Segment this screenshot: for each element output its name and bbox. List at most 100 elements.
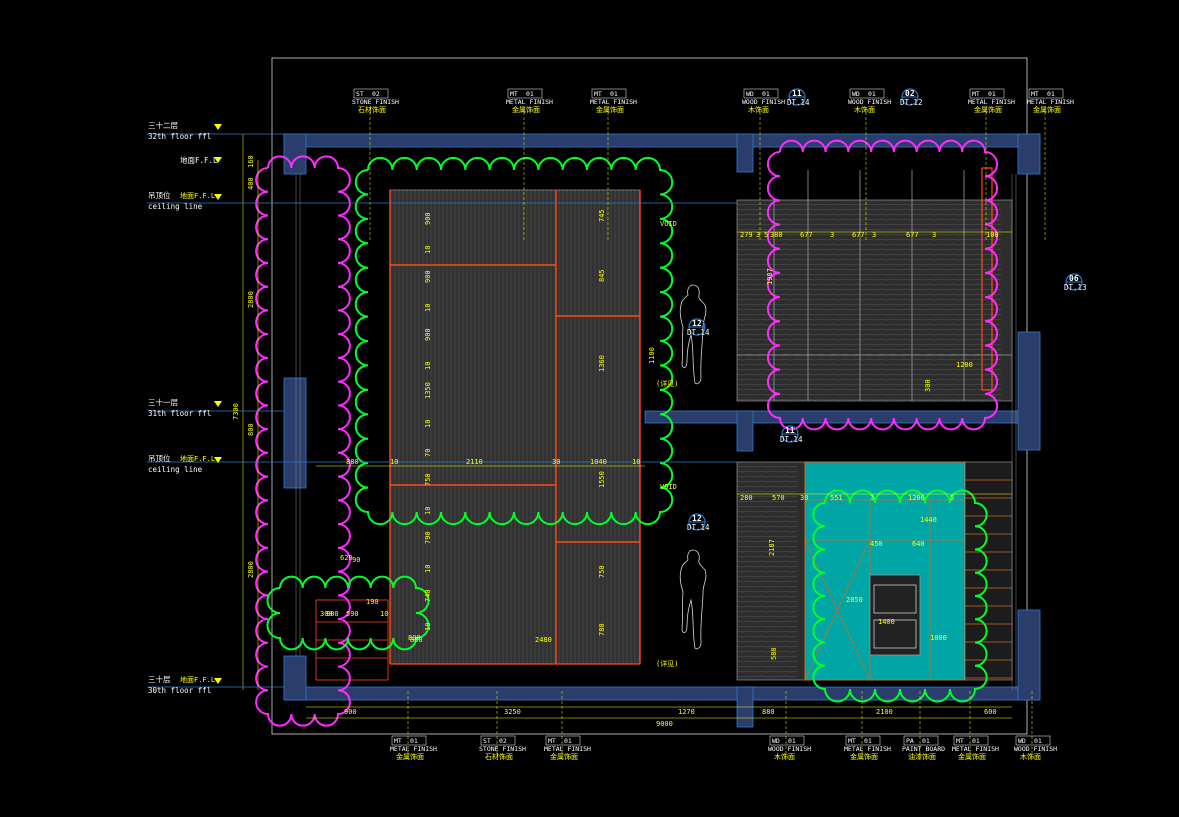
bottom-tag-code: MT bbox=[848, 737, 856, 745]
level-name-en: 30th floor ffl bbox=[148, 686, 211, 695]
level-tag: 地面F.F.L bbox=[180, 191, 215, 200]
lower-right-elevation bbox=[736, 461, 1013, 681]
grain-stroke-lower bbox=[736, 650, 798, 653]
dim-row-a-value: 1040 bbox=[590, 458, 607, 466]
top-tag-cn: 金属饰面 bbox=[596, 105, 624, 114]
dim-upper-right-value: 3 bbox=[756, 231, 760, 239]
oven-column bbox=[869, 574, 921, 656]
panel-flutes bbox=[392, 190, 638, 664]
grain-stroke-lower bbox=[736, 520, 798, 523]
human-figure-upper bbox=[679, 284, 707, 385]
bottom-tag-en: METAL FINISH bbox=[390, 745, 437, 753]
grain-stroke-lower bbox=[736, 630, 798, 633]
grain-stroke-lower bbox=[736, 525, 798, 528]
dim-lower-right-value: 280 bbox=[740, 494, 753, 502]
level-name-cn: 三十二层 bbox=[148, 120, 178, 130]
grain-stroke-upper bbox=[736, 253, 1002, 256]
dim-stack-left-value: 750 bbox=[424, 473, 432, 486]
revision-clouds bbox=[255, 139, 999, 727]
top-tag-en: METAL FINISH bbox=[968, 98, 1015, 106]
grain-stroke-lower bbox=[736, 545, 798, 548]
dim-stack-left-value: 70 bbox=[424, 449, 432, 457]
grain-stroke-upper bbox=[736, 243, 1002, 246]
grain-stroke-lower bbox=[736, 505, 798, 508]
dim-lower-right-value: 3 bbox=[870, 494, 874, 502]
level-marker-triangle bbox=[214, 457, 222, 463]
grain-stroke-upper bbox=[736, 333, 1002, 336]
bottom-tag-code: MT bbox=[548, 737, 556, 745]
dim-stack-left-value: 10 bbox=[424, 362, 432, 370]
top-tag-cn: 木饰面 bbox=[854, 105, 875, 114]
top-tag-cn: 石材饰面 bbox=[358, 105, 386, 114]
left-wall-bot bbox=[283, 655, 307, 701]
grain-stroke-upper bbox=[736, 323, 1002, 326]
grain-stroke-lower bbox=[736, 605, 798, 608]
top-tag-box bbox=[849, 88, 885, 99]
bottom-tag-box bbox=[545, 735, 581, 746]
top-tag-en: WOOD FINISH bbox=[742, 98, 785, 106]
dim-lower-right-value: 570 bbox=[772, 494, 785, 502]
grain-stroke-upper bbox=[736, 328, 1002, 331]
grain-stroke-lower bbox=[736, 590, 798, 593]
grain-stroke-lower bbox=[736, 540, 798, 543]
level-name-en: 31th floor ffl bbox=[148, 409, 211, 418]
top-tag-num: 01 bbox=[762, 90, 770, 98]
bottom-tag-box bbox=[480, 735, 516, 746]
grain-stroke-upper bbox=[736, 238, 1002, 241]
grain-stroke-lower bbox=[736, 640, 798, 643]
upper-right-elevation bbox=[736, 167, 1013, 402]
bottom-tag-box bbox=[1015, 735, 1051, 746]
wood-panel-upper bbox=[736, 199, 1013, 402]
grain-stroke-upper bbox=[736, 233, 1002, 236]
grain-stroke-upper bbox=[736, 348, 1002, 351]
revision-cloud-main-panel bbox=[354, 156, 674, 526]
dim-bottom-total: 9000 bbox=[656, 720, 673, 728]
top-tag-code: MT bbox=[972, 90, 980, 98]
grain-stroke-lower bbox=[736, 635, 798, 638]
grain-stroke-lower bbox=[736, 560, 798, 563]
dim-left-top-a: 400 bbox=[247, 177, 255, 190]
fluted-wall-panel bbox=[389, 189, 641, 665]
dim-upper-right-value: 3 bbox=[872, 231, 876, 239]
grain-stroke-lower bbox=[736, 565, 798, 568]
grain-stroke-upper bbox=[736, 228, 1002, 231]
section-bubble-ref: DT.13 bbox=[1064, 283, 1087, 292]
note-label-lower: (详见) bbox=[656, 659, 678, 668]
level-name-en: 32th floor ffl bbox=[148, 132, 211, 141]
dim-lower-right-value: 30 bbox=[800, 494, 808, 502]
grain-stroke-lower bbox=[736, 610, 798, 613]
bottom-tag-cn: 油漆饰面 bbox=[908, 752, 936, 761]
level-name-cn: 三十层 bbox=[148, 674, 171, 684]
dim-upper-right-value: 677 bbox=[800, 231, 813, 239]
dim-stack-left-value: 790 bbox=[424, 531, 432, 544]
grain-stroke-lower bbox=[736, 470, 798, 473]
grain-stroke-lower bbox=[736, 465, 798, 468]
top-tag-box bbox=[353, 88, 389, 99]
dim-stack-left-value: 1350 bbox=[424, 382, 432, 399]
top-tag-num: 02 bbox=[372, 90, 380, 98]
grain-stroke-upper bbox=[736, 338, 1002, 341]
dim-stack-left-value: 10 bbox=[424, 420, 432, 428]
dim-stack-right-value: 1360 bbox=[598, 355, 606, 372]
top-tag-num: 01 bbox=[1047, 90, 1055, 98]
dim-stack-left-value: 900 bbox=[424, 270, 432, 283]
dim-stack-left-value: 10 bbox=[424, 246, 432, 254]
top-tag-cn: 金属饰面 bbox=[974, 105, 1002, 114]
right-wall-top bbox=[1017, 133, 1041, 175]
section-bubble-num: 11 bbox=[792, 89, 802, 98]
dim-left-small-value: 190 bbox=[366, 598, 379, 606]
grain-stroke-lower bbox=[736, 645, 798, 648]
bottom-tag-code: WD bbox=[772, 737, 780, 745]
revision-cloud-lower-right bbox=[812, 489, 988, 703]
grain-stroke-lower bbox=[736, 480, 798, 483]
bottom-tag-cn: 金属饰面 bbox=[550, 752, 578, 761]
revision-cloud-upper-right bbox=[766, 139, 999, 431]
grain-stroke-upper bbox=[736, 303, 1002, 306]
grain-stroke-upper bbox=[736, 203, 1002, 206]
top-tag-cn: 木饰面 bbox=[748, 105, 769, 114]
dim-upper-right-value: 100 bbox=[986, 231, 999, 239]
dim-stack-right-value: 750 bbox=[598, 565, 606, 578]
core-wall-mid bbox=[736, 410, 754, 452]
